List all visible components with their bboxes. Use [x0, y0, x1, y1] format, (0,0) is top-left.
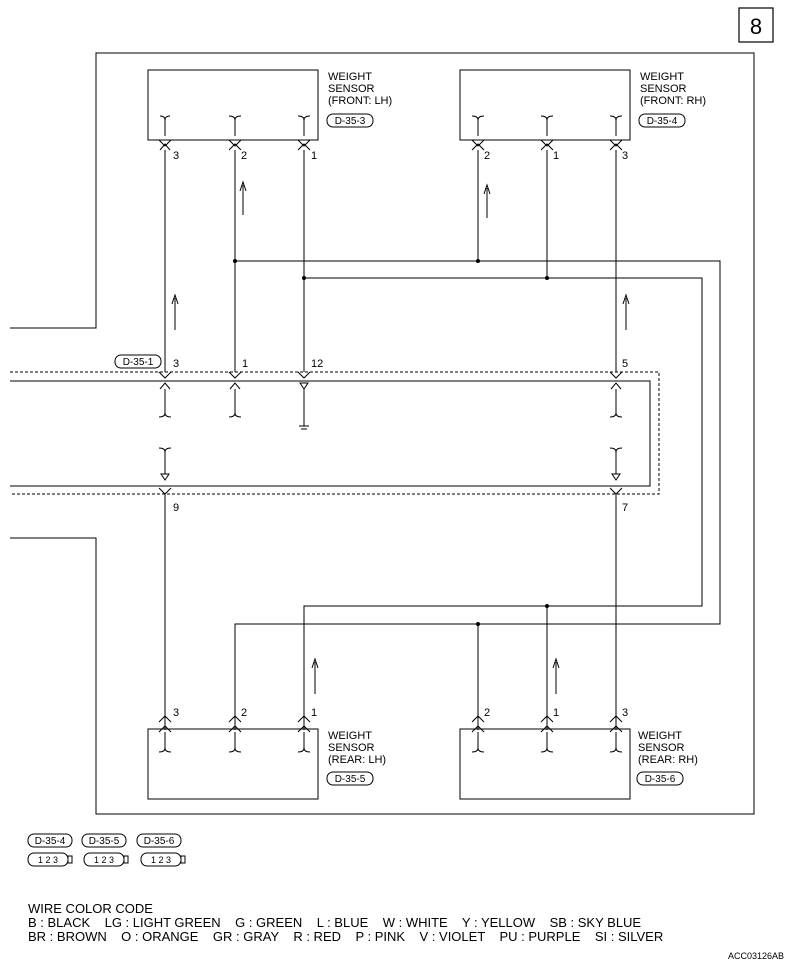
pin-label: 5: [622, 358, 628, 370]
legend-pinout: 1 2 3: [38, 855, 58, 865]
connector-label: D-35-4: [647, 116, 678, 127]
sensor-name-line1: WEIGHT: [328, 71, 372, 83]
flow-arrows: [171, 180, 630, 694]
wire-color-code: WIRE COLOR CODE B : BLACK LG : LIGHT GRE…: [28, 901, 663, 944]
wire-color-code-title: WIRE COLOR CODE: [28, 901, 153, 916]
connector-label: D-35-1: [123, 357, 154, 368]
sensor-box: [459, 728, 631, 800]
outer-frame: [10, 52, 755, 815]
rear-wiring: [164, 494, 617, 730]
pin-label: 1: [311, 707, 317, 719]
reference-code: ACC03126AB: [728, 951, 784, 961]
connector-label: D-35-3: [335, 116, 366, 127]
pin-label: 2: [241, 707, 247, 719]
sensor-box: [459, 69, 631, 141]
pin-label: 1: [553, 150, 559, 162]
sensor-name-line2: SENSOR: [328, 742, 375, 754]
pin-label: 3: [173, 358, 179, 370]
rear-terminals: [158, 715, 623, 753]
junction-dots: [233, 259, 549, 626]
sensor-rear-lh: 3 2 1 WEIGHT SENSOR (REAR: LH) D-35-5: [147, 707, 386, 800]
pin-label: 2: [484, 150, 490, 162]
legend-connector-label: D-35-5: [89, 836, 120, 847]
pin-label: 12: [311, 358, 323, 370]
pin-label: 1: [242, 358, 248, 370]
sensor-name-line2: SENSOR: [638, 742, 685, 754]
pin-label: 3: [622, 150, 628, 162]
sensor-name-line3: (FRONT: RH): [640, 95, 706, 107]
legend-connector-label: D-35-4: [35, 836, 66, 847]
pin-label: 3: [622, 707, 628, 719]
control-unit: D-35-1 3 1 12 5 9 7: [10, 354, 660, 514]
legend-connector-label: D-35-6: [144, 836, 175, 847]
sensor-box: [147, 728, 319, 800]
front-terminals: [158, 115, 623, 151]
sensor-name-line2: SENSOR: [328, 83, 375, 95]
pin-label: 7: [622, 502, 628, 514]
connector-badge: [326, 771, 374, 786]
sensor-name-line1: WEIGHT: [638, 730, 682, 742]
sensor-name-line3: (FRONT: LH): [328, 95, 392, 107]
page-number-box: 8: [738, 7, 774, 43]
front-wiring: [164, 150, 721, 730]
legend-pinout: 1 2 3: [151, 855, 171, 865]
connector-badge: [114, 354, 162, 369]
pin-label: 1: [553, 707, 559, 719]
connector-badge: [638, 113, 686, 128]
sensor-name-line1: WEIGHT: [640, 71, 684, 83]
page-number: 8: [750, 14, 762, 39]
connector-badge: [636, 771, 684, 786]
sensor-box: [147, 69, 319, 141]
sensor-name-line1: WEIGHT: [328, 730, 372, 742]
sensor-front-lh: WEIGHT SENSOR (FRONT: LH) D-35-3 3 2 1: [147, 69, 392, 162]
sensor-name-line3: (REAR: RH): [638, 754, 698, 766]
pin-label: 3: [173, 150, 179, 162]
connector-badge: [326, 113, 374, 128]
wire-color-code-line2: BR : BROWN O : ORANGE GR : GRAY R : RED …: [28, 929, 663, 944]
sensor-name-line3: (REAR: LH): [328, 754, 386, 766]
pin-label: 2: [241, 150, 247, 162]
sensor-front-rh: WEIGHT SENSOR (FRONT: RH) D-35-4 2 1 3: [459, 69, 706, 162]
pin-label: 2: [484, 707, 490, 719]
pin-label: 3: [173, 707, 179, 719]
legend-pinout: 1 2 3: [94, 855, 114, 865]
sensor-name-line2: SENSOR: [640, 83, 687, 95]
pin-label: 9: [173, 502, 179, 514]
sensor-rear-rh: 2 1 3 WEIGHT SENSOR (REAR: RH) D-35-6: [459, 707, 698, 800]
connector-legend: D-35-4 D-35-5 D-35-6 1 2 3 1 2 3 1 2 3: [27, 833, 186, 867]
connector-label: D-35-5: [335, 774, 366, 785]
connector-label: D-35-6: [645, 774, 676, 785]
wire-color-code-line1: B : BLACK LG : LIGHT GREEN G : GREEN L :…: [28, 915, 641, 930]
pin-label: 1: [311, 150, 317, 162]
